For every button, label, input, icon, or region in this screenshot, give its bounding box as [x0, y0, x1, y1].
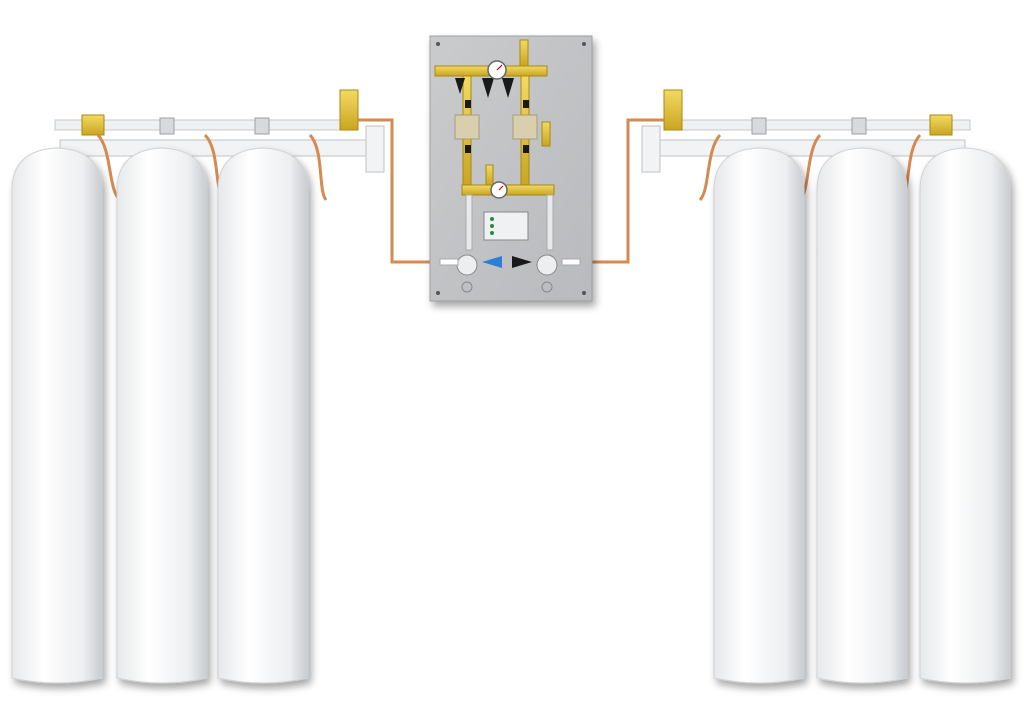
gas-cylinder-icon	[816, 147, 908, 684]
right-manifold	[641, 89, 971, 173]
valve-handle-icon	[439, 254, 581, 293]
cylinders-left	[11, 147, 309, 684]
left-manifold	[54, 89, 385, 173]
gas-cylinder-icon	[116, 147, 208, 684]
gas-cylinder-icon	[217, 147, 309, 684]
gas-cylinder-icon	[713, 147, 805, 684]
pressure-gauge-icon	[490, 181, 508, 199]
panel-fittings	[434, 39, 581, 293]
valve-handle-icon	[663, 89, 953, 136]
gas-cylinder-icon	[919, 147, 1011, 684]
pressure-gauge-icon	[487, 60, 507, 80]
valve-handle-icon	[81, 89, 359, 136]
gas-cylinder-icon	[11, 147, 103, 684]
cylinders-right	[713, 147, 1011, 684]
